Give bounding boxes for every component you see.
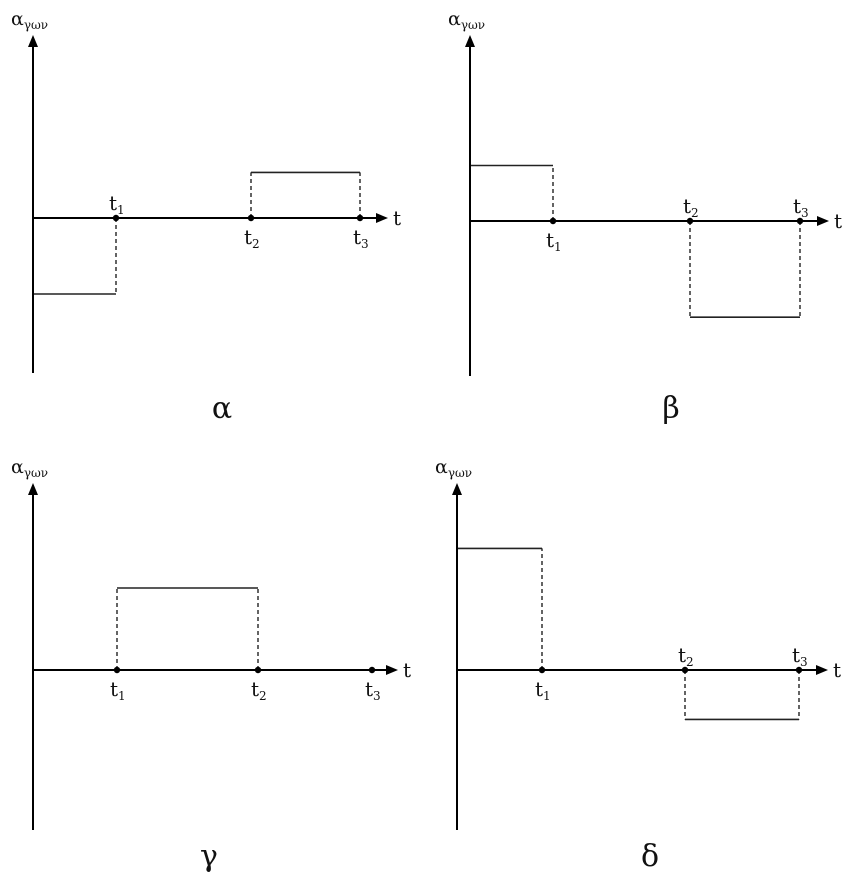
- signal-segment: [116, 587, 259, 670]
- time-point-dot: [112, 214, 120, 222]
- y-axis-arrow: [28, 483, 38, 495]
- y-axis-arrow: [452, 483, 462, 495]
- panel-caption: α: [212, 391, 232, 426]
- y-axis-label: αγων: [435, 456, 472, 480]
- time-point-label: t1: [546, 228, 562, 254]
- panel-2: αγων t t1 t2 t3 β: [448, 8, 842, 426]
- time-point-dot: [795, 666, 803, 674]
- x-axis-arrow: [376, 213, 388, 223]
- x-axis-arrow: [816, 665, 828, 675]
- signal-segment: [250, 171, 361, 218]
- time-point-label: t3: [793, 194, 809, 220]
- panel-caption: δ: [641, 839, 659, 874]
- signal-segment: [457, 547, 543, 670]
- time-point-label: t1: [535, 677, 551, 703]
- signal-segment: [33, 218, 117, 295]
- x-axis-label: t: [393, 206, 401, 230]
- x-axis-label: t: [834, 209, 842, 233]
- time-point-label: t1: [110, 677, 126, 703]
- time-point-label: t2: [678, 643, 694, 669]
- x-axis-label: t: [403, 658, 411, 682]
- time-point-dot: [356, 214, 364, 222]
- y-axis-label: αγων: [448, 8, 485, 32]
- time-point-label: t3: [792, 643, 808, 669]
- time-point-dot: [538, 666, 546, 674]
- time-point-dot: [254, 666, 262, 674]
- panel-1: αγων t t1 t2 t3 α: [11, 8, 401, 426]
- x-axis-arrow: [817, 216, 829, 226]
- time-point-label: t2: [244, 225, 260, 251]
- time-point-dot: [113, 666, 121, 674]
- time-point-dot: [247, 214, 255, 222]
- time-point-label: t2: [683, 194, 699, 220]
- signal-segment: [470, 164, 554, 221]
- y-axis-label: αγων: [11, 456, 48, 480]
- time-point-dot: [368, 666, 376, 674]
- signal-segment: [689, 221, 801, 319]
- time-point-label: t1: [109, 191, 125, 217]
- panel-4: αγων t t1 t2 t3 δ: [435, 456, 841, 874]
- time-point-dot: [681, 666, 689, 674]
- panel-caption: β: [662, 391, 679, 426]
- x-axis-arrow: [386, 665, 398, 675]
- x-axis-label: t: [833, 658, 841, 682]
- y-axis-arrow: [465, 35, 475, 47]
- panel-caption: γ: [200, 839, 218, 874]
- time-point-dot: [549, 217, 557, 225]
- time-point-label: t3: [353, 225, 369, 251]
- time-point-dot: [686, 217, 694, 225]
- signal-segment: [684, 670, 800, 721]
- time-point-label: t3: [365, 677, 381, 703]
- time-point-dot: [796, 217, 804, 225]
- panel-3: αγων t t1 t2 t3 γ: [11, 456, 411, 874]
- y-axis-arrow: [28, 35, 38, 47]
- y-axis-label: αγων: [11, 8, 48, 32]
- time-point-label: t2: [251, 677, 267, 703]
